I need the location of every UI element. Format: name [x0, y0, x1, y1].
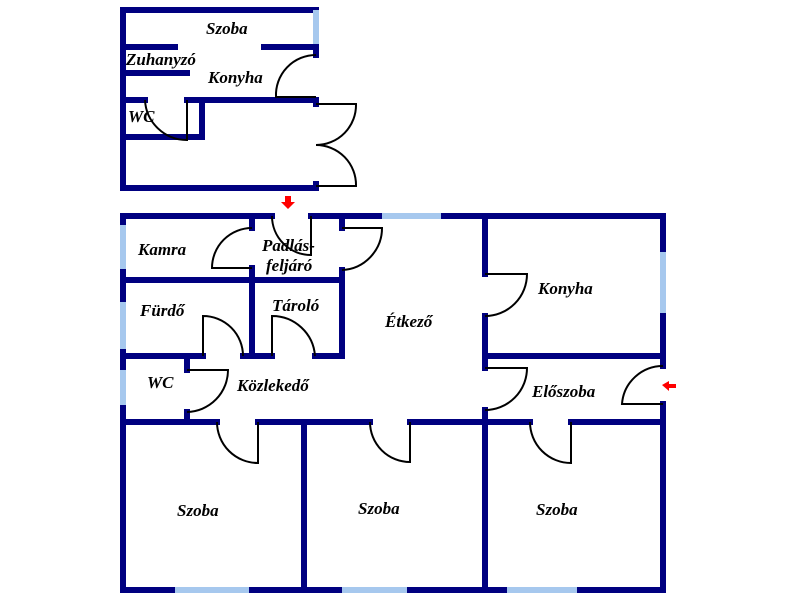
bedroom2-door — [369, 421, 411, 464]
room-label-tarolo: Tároló — [272, 296, 319, 315]
room-label-szoba-3: Szoba — [536, 500, 578, 519]
door — [144, 99, 188, 142]
entrance-door — [620, 364, 664, 405]
room-label-etkezo: Étkező — [384, 312, 434, 331]
outbuilding — [120, 7, 358, 191]
room-label-szoba-outbuilding: Szoba — [206, 19, 248, 38]
room-label-szoba-2: Szoba — [358, 499, 400, 518]
door — [274, 53, 317, 98]
room-label-furdo: Fürdő — [139, 301, 186, 320]
room-label-konyha-outbuilding: Konyha — [207, 68, 263, 87]
room-label-padlas-2: feljáró — [266, 256, 312, 275]
wc-door — [186, 369, 230, 413]
bedroom1-door — [216, 421, 259, 465]
room-label-eloszoba: Előszoba — [531, 382, 596, 401]
main-house — [120, 213, 666, 593]
room-label-szoba-1: Szoba — [177, 501, 219, 520]
kamra-door — [210, 227, 253, 269]
tarolo-door — [271, 314, 316, 357]
furdo-door — [202, 314, 244, 357]
room-label-kozlekedo: Közlekedő — [236, 376, 310, 395]
double-door — [315, 103, 358, 187]
attic-door — [271, 215, 312, 257]
room-label-wc: WC — [147, 373, 174, 392]
right-entrance-arrow — [662, 381, 676, 391]
room-label-kamra: Kamra — [137, 240, 187, 259]
eloszoba-door — [484, 367, 529, 411]
room-label-wc-outbuilding: WC — [128, 107, 155, 126]
room-label-zuhanyzo: Zuhanyzó — [125, 50, 196, 69]
top-entrance-arrow — [281, 196, 295, 209]
konyha-door — [484, 273, 529, 317]
attic-side-door — [341, 227, 384, 271]
room-label-padlas-1: Padlás- — [261, 236, 315, 255]
room-label-konyha: Konyha — [537, 279, 593, 298]
bedroom3-door — [529, 421, 572, 465]
